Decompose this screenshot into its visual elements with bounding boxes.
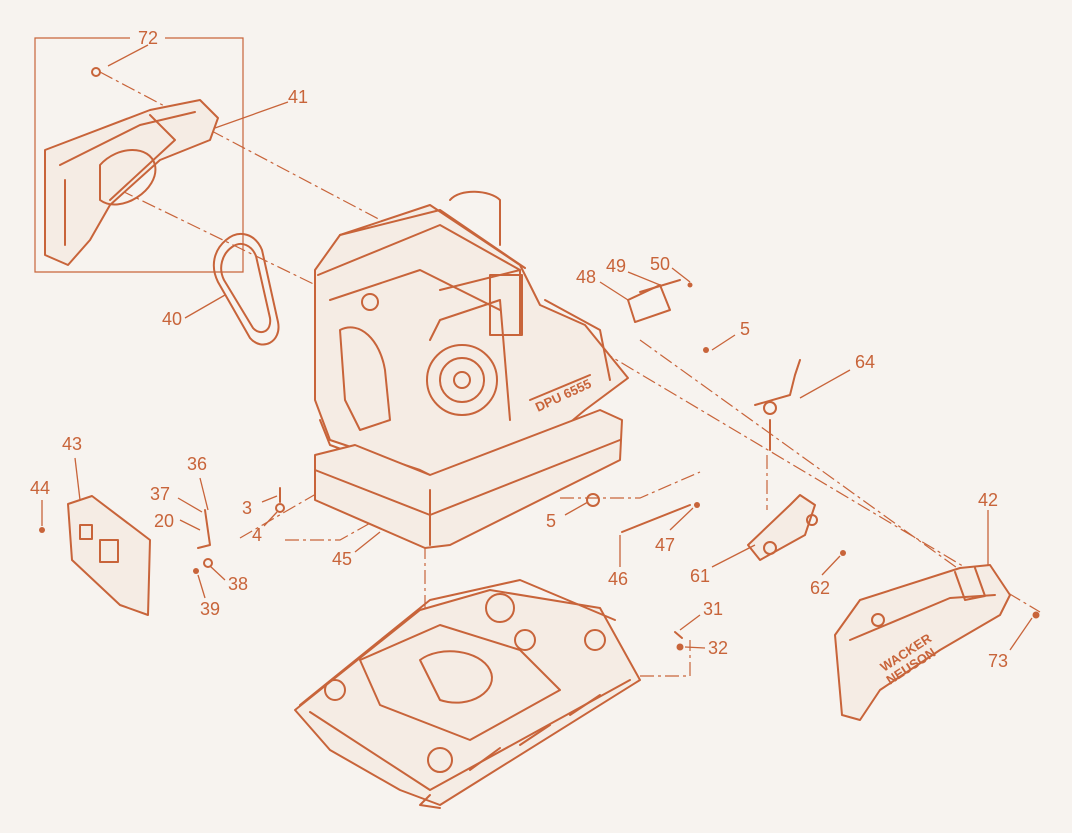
callout-42: 42 bbox=[978, 490, 998, 510]
vibratory-plate bbox=[294, 579, 641, 809]
callout-43: 43 bbox=[62, 434, 82, 454]
callout-5-upper: 5 bbox=[740, 319, 750, 339]
callout-20: 20 bbox=[154, 511, 174, 531]
callout-46: 46 bbox=[608, 569, 628, 589]
base-tray bbox=[314, 409, 623, 549]
callout-31: 31 bbox=[703, 599, 723, 619]
alignment-lines bbox=[99, 71, 1041, 677]
callout-50: 50 bbox=[650, 254, 670, 274]
callout-45: 45 bbox=[332, 549, 352, 569]
callout-64: 64 bbox=[855, 352, 875, 372]
callout-61: 61 bbox=[690, 566, 710, 586]
callout-40: 40 bbox=[162, 309, 182, 329]
v-belt bbox=[212, 232, 280, 346]
callout-labels: 72 41 40 48 49 50 5 64 43 44 36 37 20 3 … bbox=[30, 28, 1008, 671]
callout-73: 73 bbox=[988, 651, 1008, 671]
callout-72: 72 bbox=[138, 28, 158, 48]
callout-3: 3 bbox=[242, 498, 252, 518]
callout-62: 62 bbox=[810, 578, 830, 598]
callout-39: 39 bbox=[200, 599, 220, 619]
callout-37: 37 bbox=[150, 484, 170, 504]
side-cover: WACKER NEUSON bbox=[834, 564, 1011, 721]
cover-plate bbox=[67, 495, 151, 616]
callout-38: 38 bbox=[228, 574, 248, 594]
callout-4: 4 bbox=[252, 525, 262, 545]
callout-5-lower: 5 bbox=[546, 511, 556, 531]
hardware bbox=[39, 279, 1040, 651]
callout-44: 44 bbox=[30, 478, 50, 498]
callout-32: 32 bbox=[708, 638, 728, 658]
callout-49: 49 bbox=[606, 256, 626, 276]
belt-guard-rear bbox=[44, 67, 219, 266]
callout-48: 48 bbox=[576, 267, 596, 287]
belt-guard-detail-box bbox=[34, 37, 244, 273]
callout-41: 41 bbox=[288, 87, 308, 107]
leader-lines bbox=[41, 44, 1033, 651]
callout-36: 36 bbox=[187, 454, 207, 474]
callout-47: 47 bbox=[655, 535, 675, 555]
